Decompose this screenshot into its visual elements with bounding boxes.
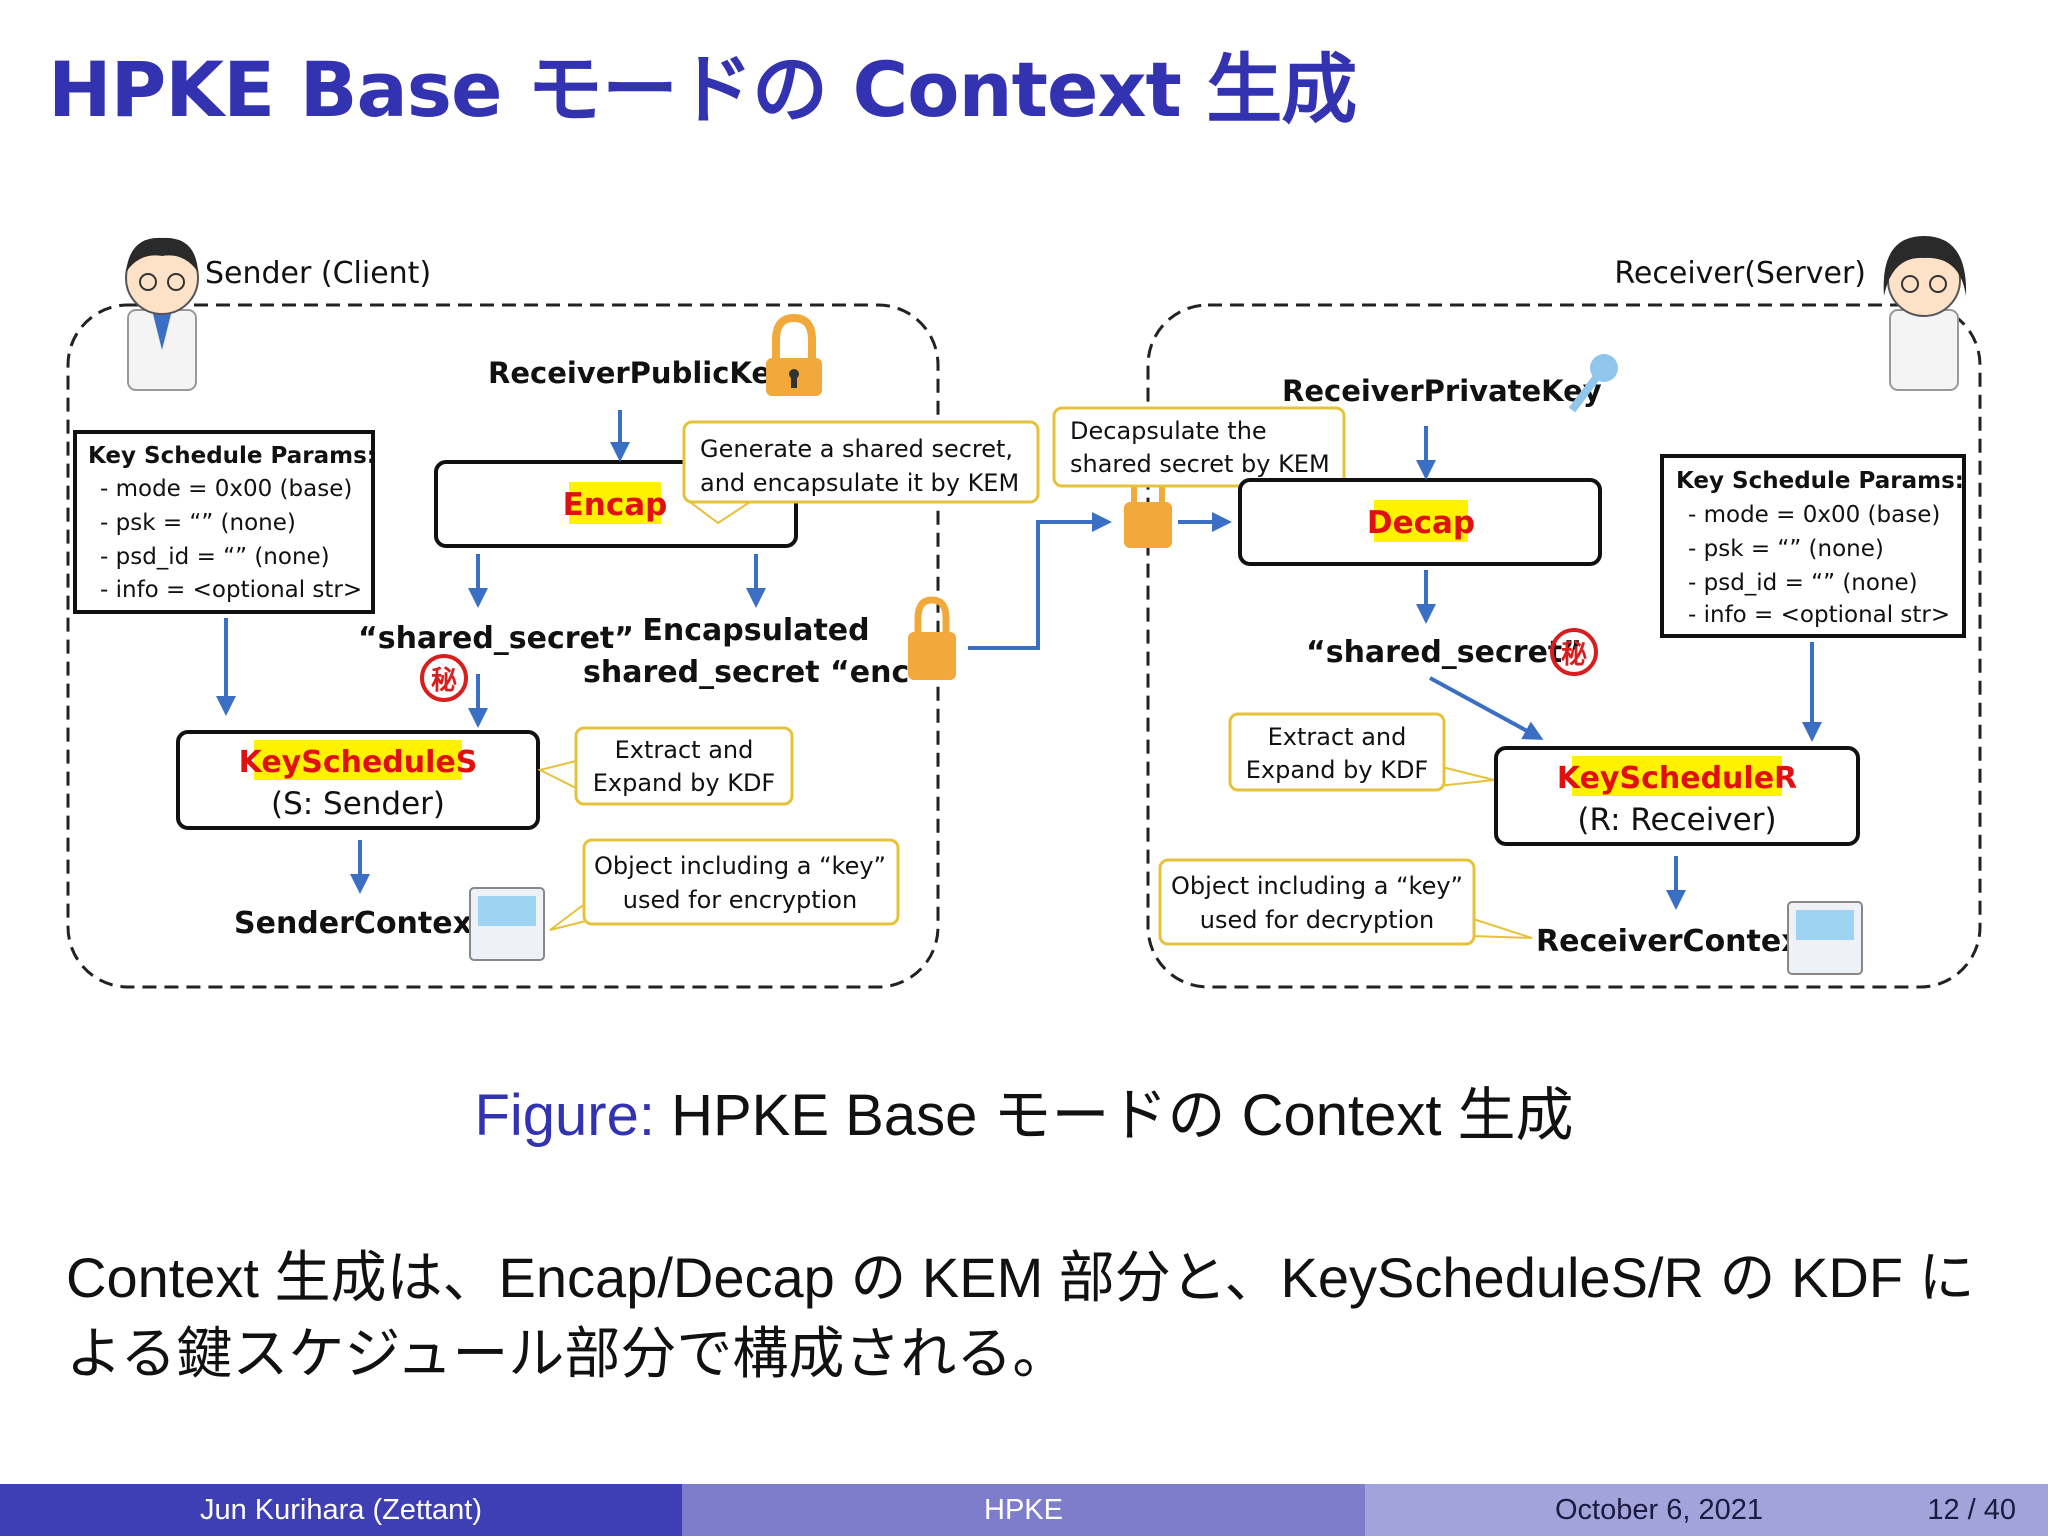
hpke-context-diagram: Sender (Client) Receiver(Server) Key Sch… [66, 236, 1982, 989]
slide-footer: Jun Kurihara (Zettant) HPKE October 6, 2… [0, 1484, 2048, 1536]
encapsulated-line-1: Encapsulated [642, 613, 869, 648]
key-schedule-r-sub: (R: Receiver) [1577, 802, 1776, 838]
receiver-param-1: - psk = “” (none) [1688, 536, 1884, 562]
receiver-context-label: ReceiverContext [1536, 924, 1815, 959]
decap-note [1052, 406, 1346, 488]
encap-note-line-2: and encapsulate it by KEM [700, 469, 1019, 497]
ctx-note-s-line-1: Object including a “key” [594, 852, 886, 880]
sender-params-title: Key Schedule Params: [88, 443, 376, 469]
receiver-private-key-label: ReceiverPrivateKey [1282, 374, 1602, 408]
encap-note [682, 420, 1040, 504]
sender-label: Sender (Client) [205, 256, 431, 291]
kdf-note-s-line-2: Expand by KDF [593, 769, 775, 797]
footer-short-title: HPKE [682, 1484, 1365, 1536]
encap-note-line-1: Generate a shared secret, [700, 435, 1013, 463]
sender-params-box [73, 430, 375, 614]
receiver-params-title: Key Schedule Params: [1676, 468, 1964, 494]
kdf-note-s-callout [537, 758, 581, 792]
receiver-person-icon [1883, 236, 1967, 391]
sender-context-label: SenderContext [234, 906, 486, 941]
receiver-label: Receiver(Server) [1614, 256, 1866, 291]
ctx-note-s-line-2: used for encryption [623, 886, 857, 914]
secret-stamp-mark-receiver: 秘 [1561, 639, 1587, 670]
receiver-param-0: - mode = 0x00 (base) [1688, 502, 1940, 528]
kdf-note-r [1228, 712, 1446, 792]
secret-stamp-mark: 秘 [431, 665, 457, 696]
ctx-note-s [582, 838, 900, 926]
receiver-params-box [1660, 454, 1966, 638]
ctx-note-r-line-1: Object including a “key” [1171, 872, 1463, 900]
receiver-param-3: - info = <optional str> [1688, 602, 1950, 628]
figure-caption-label: Figure: [474, 1083, 655, 1148]
secret-stamp-icon: 秘 [420, 654, 468, 702]
footer-page-number: 12 / 40 [1927, 1493, 2016, 1526]
kdf-note-s [574, 726, 794, 806]
decap-note-line-2: shared secret by KEM [1070, 450, 1330, 478]
footer-date: October 6, 2021 [1555, 1493, 1763, 1526]
kdf-note-r-line-1: Extract and [1268, 723, 1407, 751]
sender-param-1: - psk = “” (none) [100, 510, 296, 536]
kdf-note-r-callout [1437, 764, 1495, 788]
sender-param-3: - info = <optional str> [100, 577, 362, 603]
slide-title: HPKE Base モードの Context 生成 [48, 45, 1357, 134]
encapsulated-line-2: shared_secret “enc” [583, 655, 929, 690]
ctx-note-r-callout [1469, 916, 1533, 939]
footer-right: October 6, 2021 12 / 40 [1365, 1484, 2048, 1536]
figure-caption-text: HPKE Base モードの Context 生成 [671, 1083, 1574, 1148]
decap-note-line-1: Decapsulate the [1070, 417, 1267, 445]
sender-shared-secret: “shared_secret” [358, 621, 634, 656]
sender-param-2: - psd_id = “” (none) [100, 544, 330, 570]
arrow-secret-to-ksr [1429, 676, 1544, 740]
figure-caption: Figure: HPKE Base モードの Context 生成 [0, 1068, 2048, 1152]
context-machine-icon [469, 887, 545, 961]
arrow-enc-to-receiver [968, 512, 1112, 650]
receiver-region [1146, 303, 1982, 989]
encap-label: Encap [563, 487, 668, 523]
encap-highlight [569, 482, 661, 524]
kdf-note-s-line-1: Extract and [615, 736, 754, 764]
key-schedule-s-label: KeyScheduleS [239, 745, 478, 780]
receiver-shared-secret: “shared_secret” [1306, 635, 1582, 670]
key-schedule-r-label: KeyScheduleR [1557, 761, 1797, 796]
key-schedule-r-highlight [1572, 756, 1782, 796]
sender-person-icon [125, 237, 199, 391]
ctx-note-r-line-2: used for decryption [1200, 906, 1434, 934]
key-schedule-s-sub: (S: Sender) [271, 786, 445, 822]
decap-label: Decap [1367, 505, 1475, 541]
receiver-param-2: - psd_id = “” (none) [1688, 570, 1918, 596]
key-schedule-s-highlight [254, 740, 462, 780]
slide-body-text: Context 生成は、Encap/Decap の KEM 部分と、KeySch… [66, 1246, 1975, 1385]
key-icon [1568, 354, 1618, 413]
context-machine-icon-receiver [1787, 901, 1863, 975]
decap-highlight [1374, 500, 1468, 542]
lock-icon [766, 313, 822, 396]
ctx-note-r [1158, 858, 1476, 946]
footer-author: Jun Kurihara (Zettant) [0, 1484, 682, 1536]
receiver-public-key-label: ReceiverPublicKey [488, 356, 790, 390]
enc-lock-icon [908, 596, 956, 680]
kdf-note-r-line-2: Expand by KDF [1246, 756, 1428, 784]
secret-stamp-icon-receiver: 秘 [1550, 628, 1598, 676]
sender-param-0: - mode = 0x00 (base) [100, 476, 352, 502]
